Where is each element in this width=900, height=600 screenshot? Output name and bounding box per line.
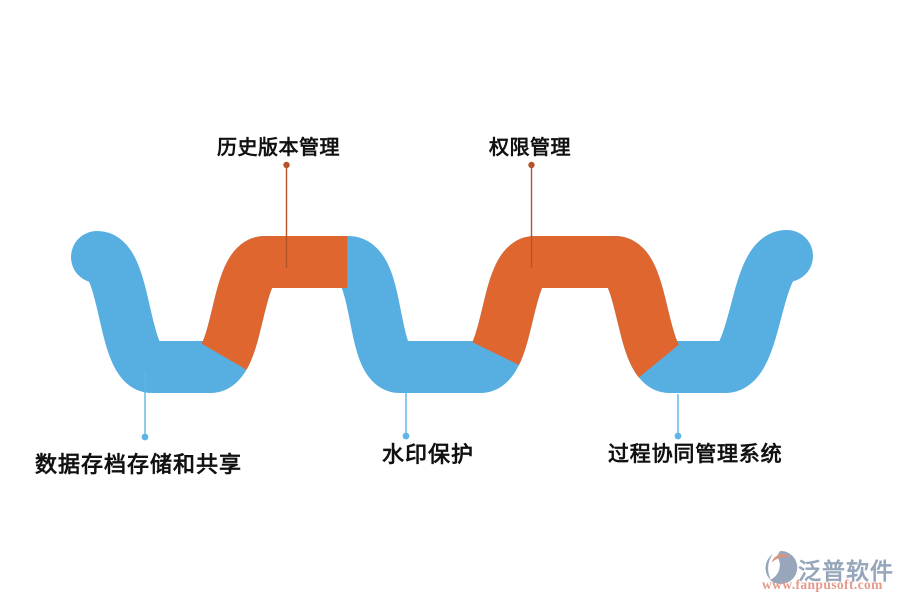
pointer-dot (674, 432, 682, 440)
pointer-history (283, 161, 290, 268)
pointer-watermark (402, 392, 410, 440)
fanpu-logo-icon (765, 550, 798, 584)
fanpu-website-url: www.fanpusoft.com (762, 577, 883, 592)
logo-left-sickle (765, 554, 773, 580)
label-storage: 数据存档存储和共享 (35, 452, 243, 477)
pointer-permission (528, 161, 535, 268)
label-permission: 权限管理 (489, 137, 571, 159)
pointer-dot (283, 161, 290, 169)
wave-ribbon-blue (71, 230, 813, 393)
label-process: 过程协同管理系统 (608, 443, 783, 466)
fanpu-logo-text: 泛普软件 (798, 558, 894, 584)
wave-ribbon (71, 230, 813, 393)
logo-main-swirl (770, 550, 798, 584)
pointer-process (674, 394, 682, 440)
pointer-storage (141, 372, 149, 441)
label-watermark: 水印保护 (382, 442, 475, 467)
pointer-dot (141, 433, 149, 441)
logo-salmon-crescent (771, 554, 791, 563)
label-history: 历史版本管理 (217, 137, 340, 159)
pointer-dot (402, 432, 410, 440)
pointer-dot (528, 161, 535, 169)
